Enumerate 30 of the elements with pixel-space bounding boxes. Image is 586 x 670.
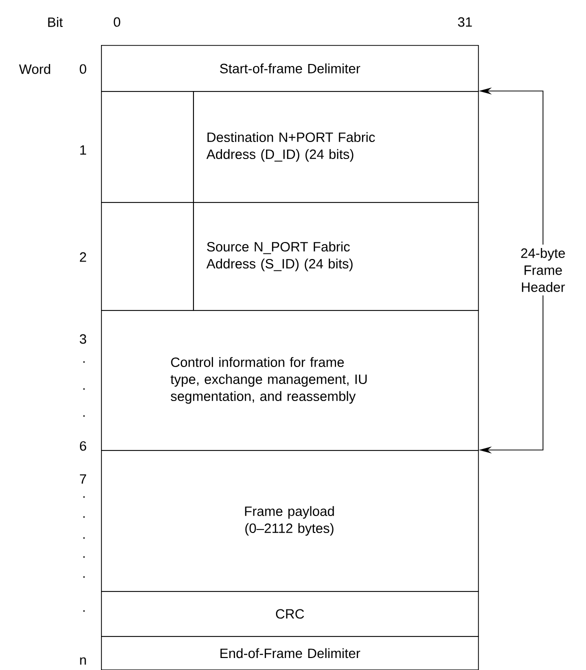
ellipsis-dot: . — [83, 610, 85, 612]
empty-field — [101, 91, 194, 203]
ellipsis-dot: . — [83, 537, 85, 539]
bit-label: Bit — [48, 17, 63, 27]
frame-field: Control information for frame type, exchange management, IU segmentation, and reassembly — [101, 310, 479, 451]
frame-field: Source N_PORT Fabric Address (S_ID) (24 bits) — [193, 202, 479, 311]
word-number: 6 — [80, 441, 86, 451]
ellipsis-dot: . — [83, 415, 85, 417]
bit-number: 0 — [114, 17, 120, 27]
word-label: Word — [19, 64, 50, 74]
frame-field: Frame payload (0–2112 bytes) — [101, 450, 479, 592]
word-number: 2 — [80, 252, 86, 262]
frame-field: Destination N+PORT Fabric Address (D_ID) (24 bits) — [193, 91, 479, 203]
bracket-label: 24-byte Frame Header — [521, 248, 565, 292]
ellipsis-dot: . — [83, 556, 85, 558]
ellipsis-dot: . — [83, 388, 85, 390]
ellipsis-dot: . — [83, 576, 85, 578]
bit-number: 31 — [458, 17, 472, 27]
ellipsis-dot: . — [83, 516, 85, 518]
frame-field: CRC — [101, 591, 479, 637]
word-number: n — [80, 657, 86, 665]
frame-field: End-of-Frame Delimiter — [101, 636, 479, 670]
empty-field — [101, 202, 194, 311]
ellipsis-dot: . — [83, 361, 85, 363]
word-number: 1 — [80, 145, 86, 155]
word-number: 3 — [80, 334, 86, 344]
ellipsis-dot: . — [83, 496, 85, 498]
word-number: 0 — [80, 64, 86, 74]
word-number: 7 — [80, 474, 86, 484]
frame-field: Start-of-frame Delimiter — [101, 45, 479, 92]
